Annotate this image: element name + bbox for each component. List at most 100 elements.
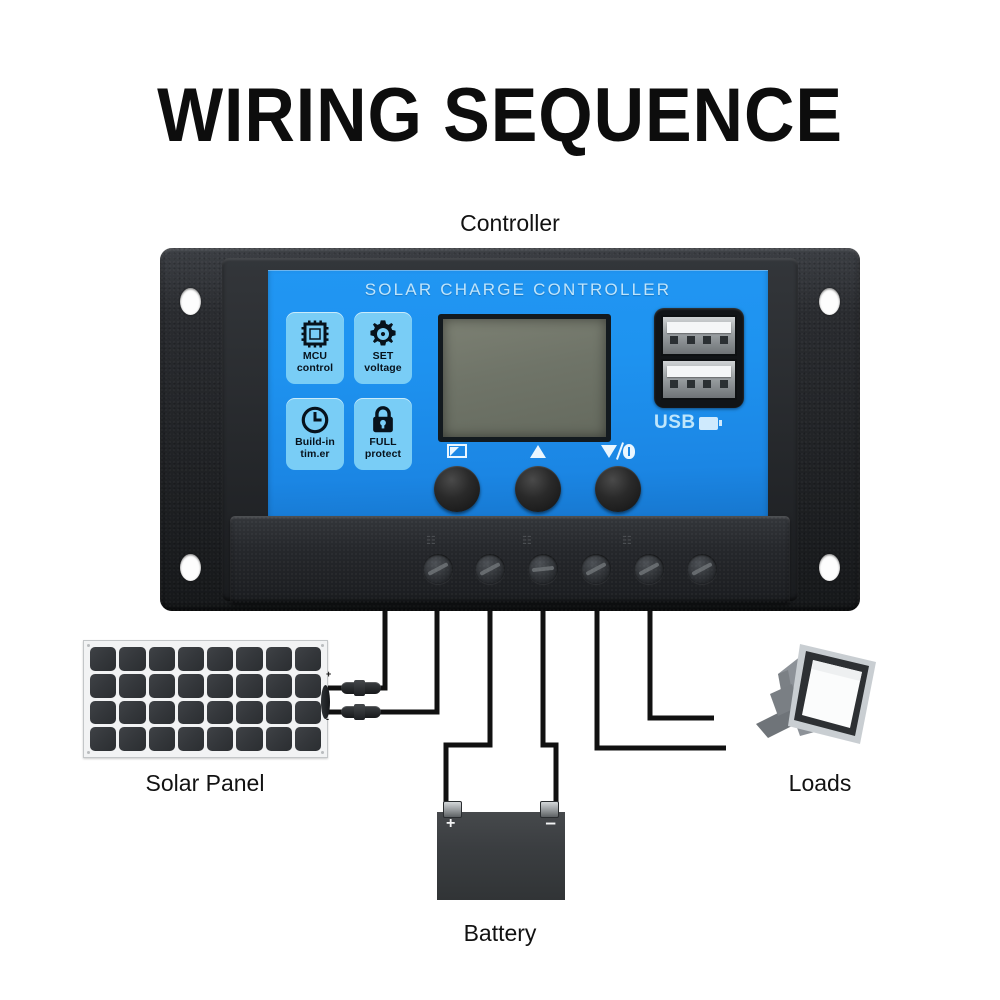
triangle-up-icon (521, 442, 555, 460)
mc4-connector-positive (341, 680, 381, 696)
wire-panel-negative (322, 608, 440, 715)
terminal-screw-5[interactable] (634, 554, 664, 584)
solar-panel (83, 640, 330, 758)
terminal-screw-2[interactable] (475, 554, 505, 584)
battery-label: Battery (463, 920, 537, 946)
solar-cell (265, 673, 292, 698)
solar-cell (207, 700, 234, 725)
padlock-icon (354, 403, 412, 437)
mc4-connector-negative (341, 704, 381, 720)
wire-battery-negative (540, 608, 559, 812)
usb-port-top[interactable] (661, 315, 737, 356)
solar-cell (119, 727, 146, 751)
panel-negative-mark: - (326, 714, 329, 724)
solar-cell (294, 673, 321, 698)
solar-cell (294, 647, 321, 671)
solar-cell (90, 700, 117, 725)
solar-cell (294, 700, 321, 725)
solar-cell (236, 727, 263, 751)
battery-body (437, 812, 565, 900)
floodlight-icon (756, 644, 876, 744)
solar-cell (265, 647, 292, 671)
solar-cell (207, 673, 234, 698)
mounting-hole-top-left (180, 288, 201, 315)
terminal-screw-1[interactable] (423, 554, 453, 584)
solar-cell (207, 727, 234, 751)
solar-cell (148, 727, 175, 751)
panel-cell-grid (90, 647, 321, 751)
solar-cell (236, 647, 263, 671)
controller-label: Controller (460, 210, 560, 236)
lcd-display (438, 314, 611, 442)
terminal-mark-panel: ☷ (426, 535, 437, 547)
wire-panel-positive (322, 608, 388, 691)
solar-cell (148, 673, 175, 698)
terminal-screw-3[interactable] (528, 554, 558, 584)
menu-return-icon (440, 442, 474, 460)
solar-cell (236, 700, 263, 725)
solar-cell (236, 673, 263, 698)
controller-faceplate: SOLAR CHARGE CONTROLLER (268, 270, 768, 524)
badge-set-label: SET voltage (364, 350, 402, 374)
mcu-chip-icon (286, 317, 344, 351)
usb-label: USB (654, 412, 696, 433)
mounting-hole-bottom-left (180, 554, 201, 581)
clock-icon (286, 403, 344, 437)
gear-icon (354, 317, 412, 351)
solar-charge-controller: SOLAR CHARGE CONTROLLER (160, 248, 860, 611)
loads-label: Loads (788, 770, 852, 796)
panel-positive-mark: + (326, 669, 332, 679)
solar-cell (265, 700, 292, 725)
up-key[interactable] (515, 466, 561, 512)
panel-frame (83, 640, 330, 758)
wire-loads-2 (647, 608, 714, 721)
solar-panel-label: Solar Panel (145, 770, 265, 796)
solar-cell (294, 727, 321, 751)
solar-cell (90, 647, 117, 671)
solar-cell (119, 647, 146, 671)
terminal-screw-6[interactable] (687, 554, 717, 584)
badge-set-voltage: SET voltage (354, 312, 412, 384)
battery-positive-sign: + (446, 815, 456, 832)
usb-caption: USB (654, 412, 748, 434)
wire-battery-positive (443, 608, 493, 812)
solar-cell (177, 700, 204, 725)
terminal-mark-load: ☷ (622, 535, 633, 547)
terminal-screw-4[interactable] (581, 554, 611, 584)
panel-junction-box (321, 685, 330, 719)
usb-tongue (667, 366, 731, 377)
mounting-hole-top-right (819, 288, 840, 315)
solar-cell (265, 727, 292, 751)
battery-terminal-positive (443, 801, 462, 818)
badge-mcu-label: MCU control (296, 350, 334, 374)
badge-timer-label: Build-in tim.er (295, 436, 335, 460)
solar-cell (177, 647, 204, 671)
battery: + – (437, 801, 565, 900)
solar-cell (148, 647, 175, 671)
usb-pins (670, 336, 728, 344)
badge-full-protect: FULL protect (354, 398, 412, 470)
triangle-down-bulb-icon (601, 442, 635, 460)
solar-cell (148, 700, 175, 725)
down-light-key[interactable] (595, 466, 641, 512)
terminal-block: ☷ ☷ ☷ (230, 516, 790, 604)
faceplate-title: SOLAR CHARGE CONTROLLER (364, 280, 672, 299)
solar-cell (207, 647, 234, 671)
battery-negative-sign: – (545, 813, 556, 834)
usb-port-bottom[interactable] (661, 359, 737, 400)
menu-key[interactable] (434, 466, 480, 512)
solar-cell (119, 673, 146, 698)
load-floodlight (748, 632, 888, 760)
badge-mcu-control: MCU control (286, 312, 344, 384)
usb-battery-icon (698, 416, 722, 430)
page-title: WIRING SEQUENCE (157, 73, 843, 158)
usb-tongue (667, 322, 731, 333)
solar-cell (177, 727, 204, 751)
battery-terminal-negative (540, 801, 559, 818)
usb-pins (670, 380, 728, 388)
solar-cell (90, 673, 117, 698)
badge-build-in-timer: Build-in tim.er (286, 398, 344, 470)
solar-cell (177, 673, 204, 698)
usb-dual-port[interactable] (654, 308, 744, 408)
